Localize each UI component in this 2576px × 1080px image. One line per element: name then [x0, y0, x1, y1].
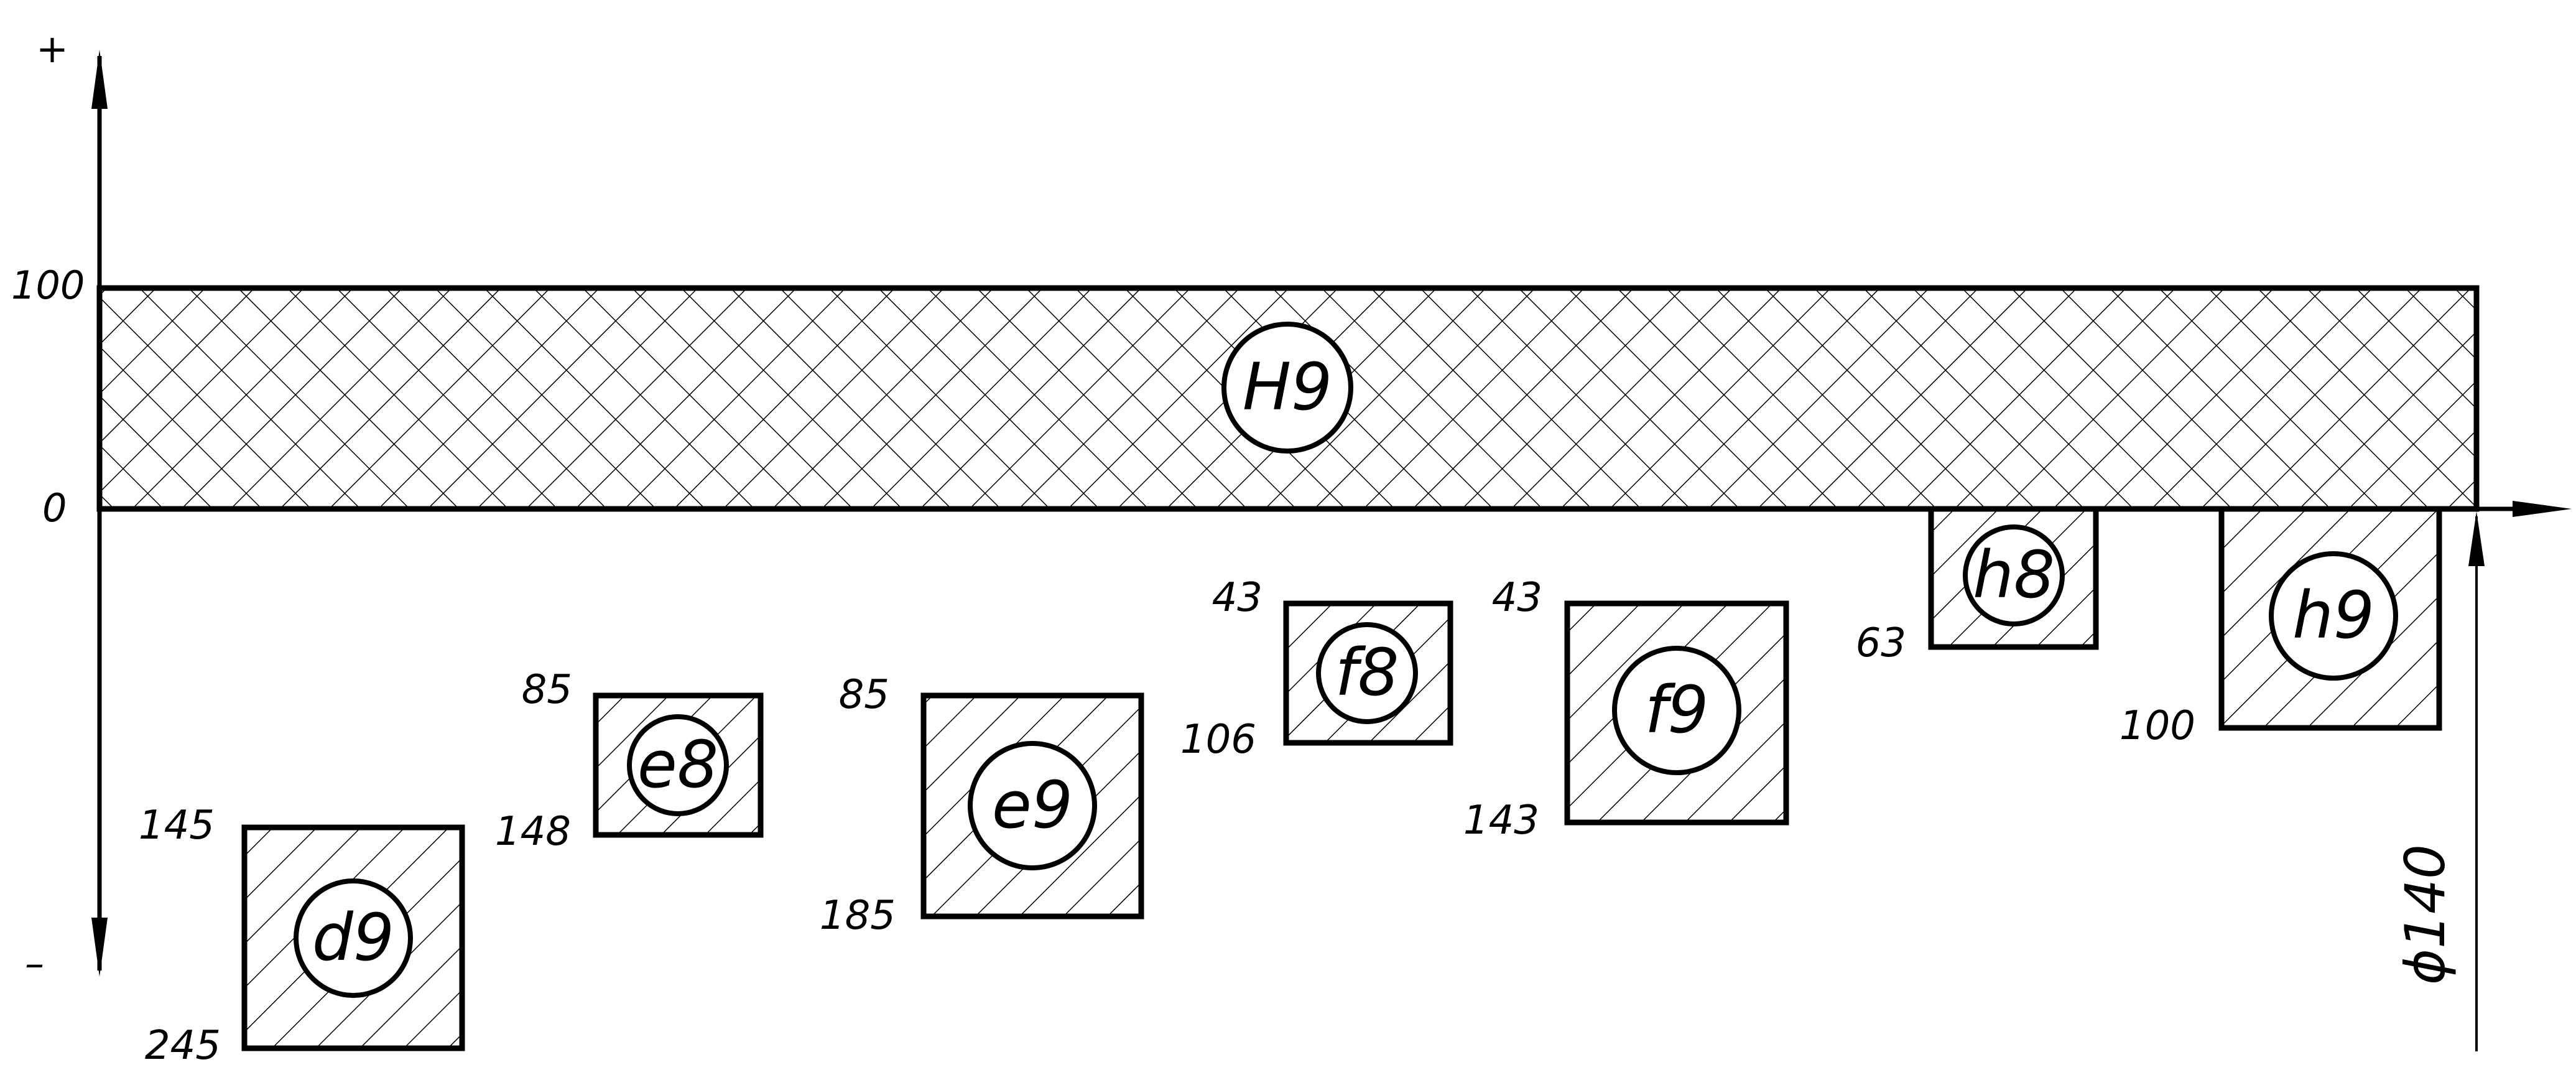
zero-line-arrow	[2513, 501, 2572, 517]
shaft-zone-f8: f8 43 106	[1180, 575, 1453, 763]
lower-deviation-label: 245	[145, 1023, 221, 1069]
upper-deviation-label: 145	[139, 803, 215, 849]
axis-plus-label: +	[36, 26, 68, 72]
shaft-zone-h8: h8 63	[1856, 506, 2099, 666]
shaft-zone-label: f8	[1335, 635, 1399, 710]
shaft-zone-label-circle	[1316, 622, 1418, 724]
shaft-zone-label: h9	[2292, 577, 2374, 653]
shaft-zone-label: e8	[637, 727, 718, 803]
lower-deviation-label: 148	[495, 809, 571, 855]
shaft-zone-e8: e8 85 148	[495, 667, 764, 855]
lower-deviation-label: 63	[1856, 620, 1906, 666]
nominal-size-label: ϕ140	[2393, 844, 2457, 985]
axis-tick-0-label: 0	[42, 485, 67, 531]
upper-deviation-label: 85	[522, 667, 572, 713]
shaft-zone-d9: d9 145 245	[139, 803, 465, 1069]
shaft-zone-f9: f9 43 143	[1463, 575, 1789, 844]
shaft-zone-label: h8	[1973, 537, 2055, 613]
shaft-zone-label-circle	[1612, 646, 1741, 775]
axis-arrow-down	[91, 918, 108, 977]
nominal-size-arrow	[2468, 511, 2485, 566]
lower-deviation-label: 143	[1463, 798, 1539, 844]
shaft-zone-label-circle	[1963, 524, 2065, 626]
shaft-zone-label: e9	[992, 767, 1073, 843]
upper-deviation-label: 43	[1212, 575, 1263, 621]
axis-arrow-up	[91, 50, 108, 109]
lower-deviation-label: 185	[820, 893, 896, 939]
shaft-zone-label-circle	[294, 878, 413, 998]
shaft-zone-e9: e9 85 185	[820, 672, 1144, 939]
shaft-zone-label: d9	[312, 900, 394, 975]
shaft-zone-label: f9	[1645, 672, 1709, 748]
hole-zone-label: H9	[1243, 349, 1332, 425]
hole-zone-label-circle	[1221, 322, 1353, 454]
shaft-zone-h9: h9 100	[2120, 506, 2442, 749]
shaft-zone-label-circle	[627, 714, 729, 816]
lower-deviation-label: 100	[2120, 703, 2195, 749]
shaft-zone-label-circle	[968, 741, 1097, 870]
lower-deviation-label: 106	[1180, 717, 1256, 763]
shaft-zone-label-circle	[2269, 551, 2398, 681]
upper-deviation-label: 43	[1492, 575, 1542, 621]
axis-minus-label: –	[25, 941, 44, 986]
upper-deviation-label: 85	[839, 672, 889, 718]
axis-tick-100-label: 100	[11, 263, 85, 308]
